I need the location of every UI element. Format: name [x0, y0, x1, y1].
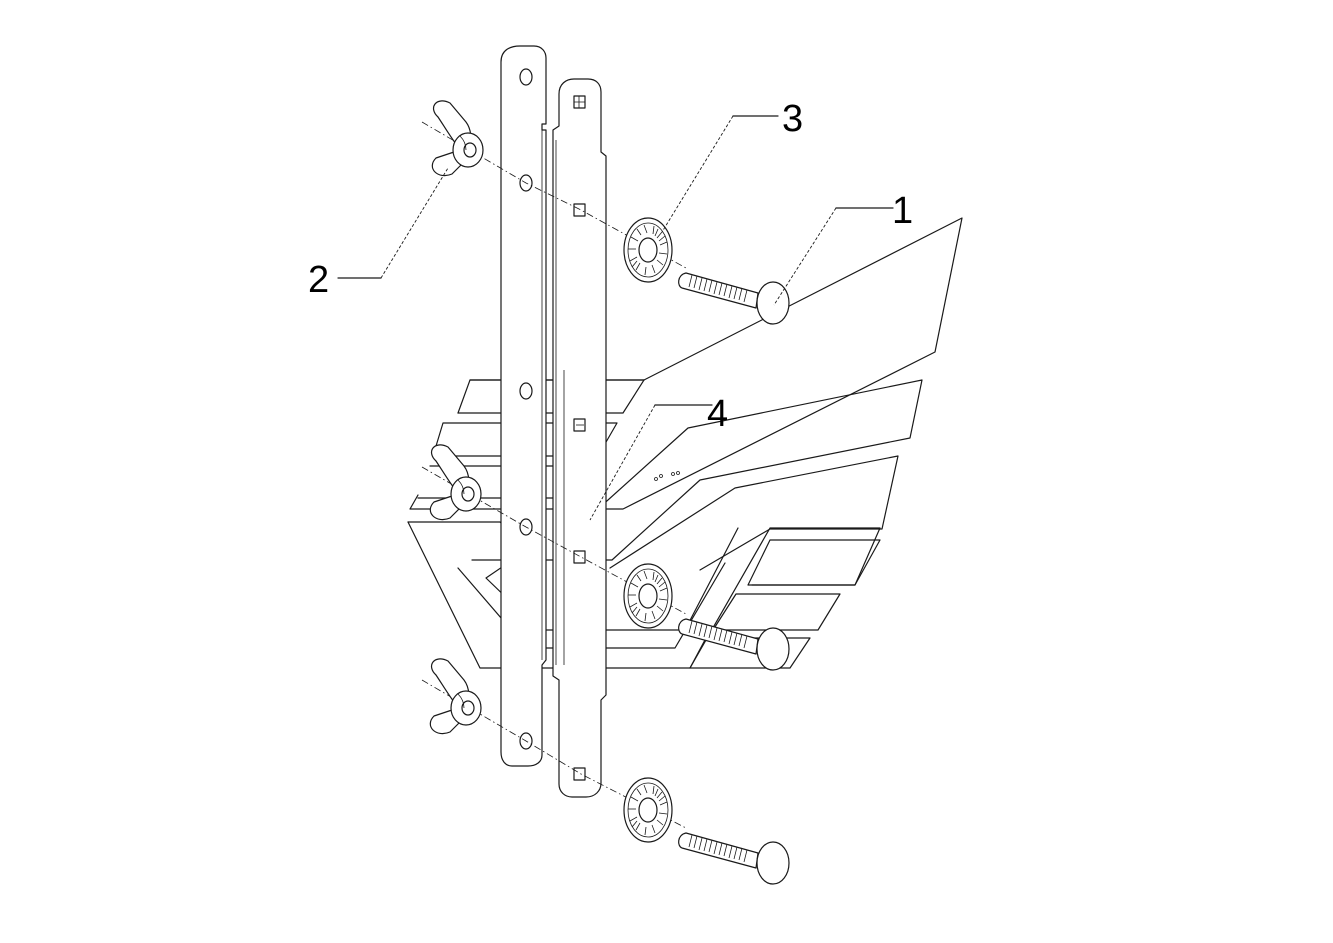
- callout-leaders: [337, 115, 894, 521]
- serrated-washer-icon: [623, 217, 673, 843]
- carriage-bolt-icon: [678, 272, 790, 885]
- bracket-strip-icon: [500, 45, 607, 798]
- callout-1: 1: [892, 190, 913, 232]
- wing-nut-icon: [429, 100, 484, 735]
- callout-4: 4: [707, 393, 728, 435]
- callout-3: 3: [782, 98, 803, 140]
- callout-2: 2: [308, 259, 329, 301]
